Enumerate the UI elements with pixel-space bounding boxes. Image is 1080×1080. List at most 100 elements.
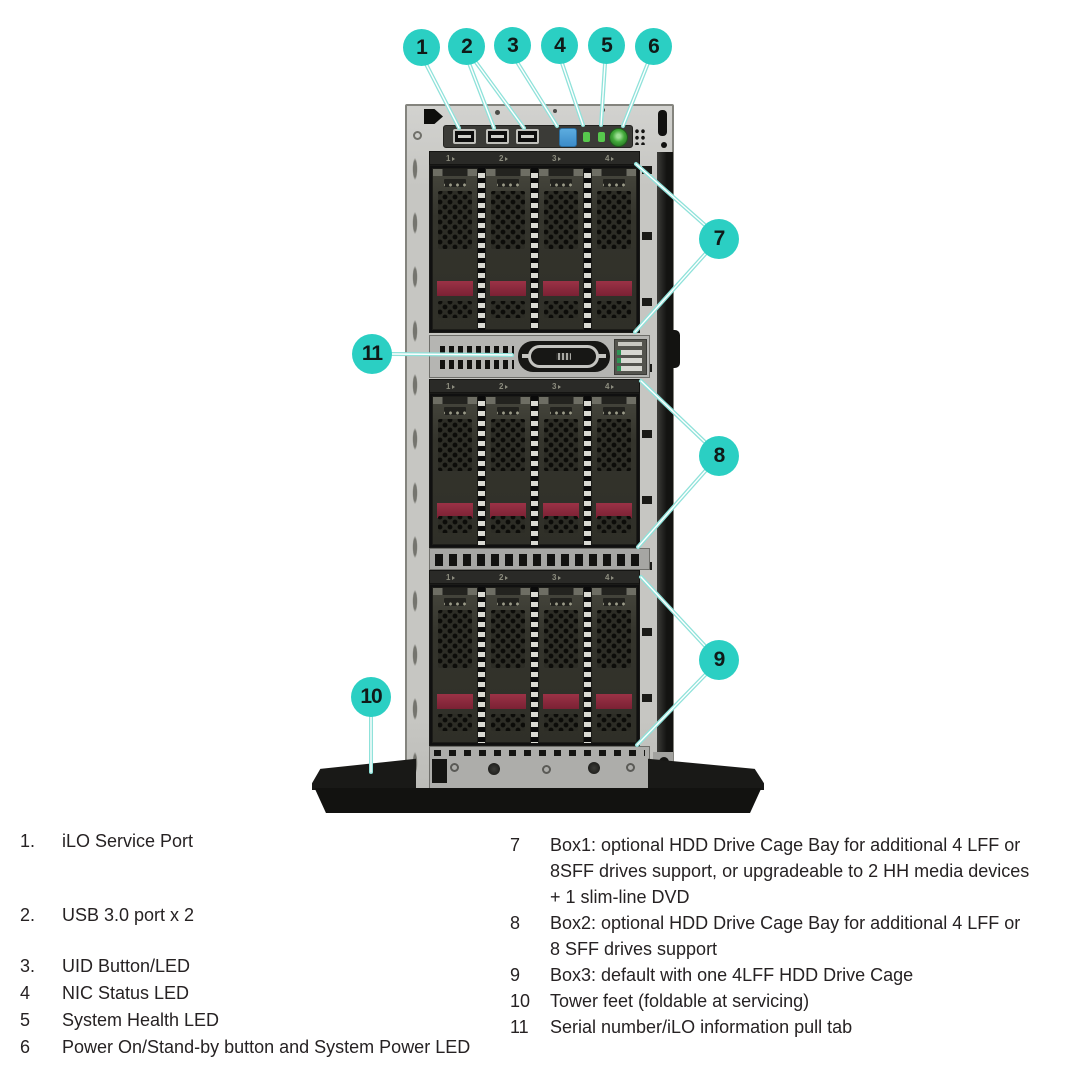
carrier-vent [544, 419, 578, 471]
carrier-rail [478, 168, 485, 330]
bay-label: 2 [499, 381, 508, 392]
bay-label: 3 [552, 572, 561, 583]
carrier-latch [437, 503, 473, 518]
box3-bay-strip: 1 2 3 4 [429, 570, 640, 584]
legend-number: 2. [20, 905, 36, 925]
callout-2: 2 [448, 28, 485, 65]
carrier-latch [437, 694, 473, 709]
screw-icon [601, 108, 605, 112]
carrier-bottom-vent [438, 714, 472, 731]
screw-icon [413, 131, 422, 140]
carrier-latch [490, 281, 526, 296]
screw-icon [626, 763, 635, 772]
screw-icon [450, 763, 459, 772]
carrier-bottom-vent [491, 516, 525, 533]
legend-item-1: 1.iLO Service Port [20, 828, 498, 854]
carrier-bottom-vent [491, 714, 525, 731]
carrier-vent [438, 610, 472, 668]
carrier-tabs [486, 169, 530, 176]
vent-dashes [435, 554, 644, 566]
chassis-screw-column [409, 142, 421, 778]
serial-pull-tab [518, 341, 610, 372]
carrier-tabs [592, 169, 636, 176]
legend-item-11: 11 Serial number/iLO information pull tab [510, 1014, 1070, 1040]
carrier-tabs [433, 169, 477, 176]
carrier-label [444, 179, 466, 187]
pull-tab-notch [556, 353, 571, 360]
legend-number: 8 [510, 913, 521, 933]
carrier-tabs [486, 588, 530, 595]
carrier-bottom-vent [597, 516, 631, 533]
usb-port-1 [486, 129, 509, 144]
carrier-label [444, 598, 466, 606]
legend-item-3: 3.UID Button/LED [20, 953, 498, 979]
legend-number: 11 [510, 1017, 529, 1037]
keyhole-icon [658, 110, 667, 136]
callout-9: 9 [699, 640, 739, 680]
legend-item-8: 8 Box2: optional HDD Drive Cage Bay for a… [510, 910, 1070, 962]
screw-icon [553, 109, 557, 113]
chassis-bottom-panel [429, 746, 650, 790]
carrier-label [497, 407, 519, 415]
drive-carrier [432, 396, 478, 545]
carrier-rail [478, 396, 485, 545]
ilo-info-label [614, 339, 647, 375]
legend-text: Box2: optional HDD Drive Cage Bay for ad… [550, 913, 1021, 959]
carrier-tabs [592, 588, 636, 595]
bay-label: 3 [552, 153, 561, 164]
carrier-vent [438, 191, 472, 249]
callout-11: 11 [352, 334, 392, 374]
drive-carrier [485, 587, 531, 743]
carrier-latch [490, 503, 526, 518]
carrier-latch [490, 694, 526, 709]
legend-text: UID Button/LED [62, 956, 191, 976]
legend-text: Box3: default with one 4LFF HDD Drive Ca… [550, 965, 914, 985]
tower-foot-left [312, 758, 416, 790]
carrier-latch [543, 281, 579, 296]
carrier-vent [491, 419, 525, 471]
drive-box-3 [429, 584, 640, 746]
carrier-bottom-vent [544, 516, 578, 533]
box1-bay-strip: 1 2 3 4 [429, 151, 640, 165]
chassis-vent-strip [429, 548, 650, 570]
drive-carrier [432, 587, 478, 743]
carrier-latch [596, 694, 632, 709]
cage-mount-slots [642, 166, 652, 742]
front-io-panel [443, 125, 633, 148]
drive-carrier [591, 587, 637, 743]
carrier-rail [584, 168, 591, 330]
carrier-bottom-vent [491, 301, 525, 318]
bay-label: 1 [446, 572, 455, 583]
nic-status-led [583, 132, 590, 142]
callout-7: 7 [699, 219, 739, 259]
carrier-bottom-vent [438, 516, 472, 533]
legend-text: iLO Service Port [62, 831, 194, 851]
legend-number: 5 [20, 1010, 31, 1030]
legend-item-2: 2. USB 3.0 port x 2 [20, 902, 498, 928]
legend-text: Serial number/iLO information pull tab [550, 1017, 853, 1037]
drive-carrier [485, 168, 531, 330]
legend-text: USB 3.0 port x 2 [62, 905, 195, 925]
carrier-vent [597, 419, 631, 471]
screw-icon [488, 763, 500, 775]
bay-label: 2 [499, 572, 508, 583]
legend-number: 10 [510, 991, 531, 1011]
carrier-vent [597, 610, 631, 668]
uid-button [559, 128, 577, 147]
label-header [618, 342, 642, 346]
media-bay-vents [440, 360, 514, 369]
carrier-tabs [539, 397, 583, 404]
carrier-bottom-vent [597, 301, 631, 318]
carrier-vent [491, 191, 525, 249]
carrier-rail [584, 396, 591, 545]
bay-label: 4 [605, 381, 614, 392]
drive-carrier [538, 587, 584, 743]
callout-3: 3 [494, 27, 531, 64]
media-bay-vents [440, 346, 514, 355]
callout-5: 5 [588, 27, 625, 64]
drive-carrier [591, 396, 637, 545]
screw-icon [542, 765, 551, 774]
chassis-right-side [657, 152, 673, 752]
